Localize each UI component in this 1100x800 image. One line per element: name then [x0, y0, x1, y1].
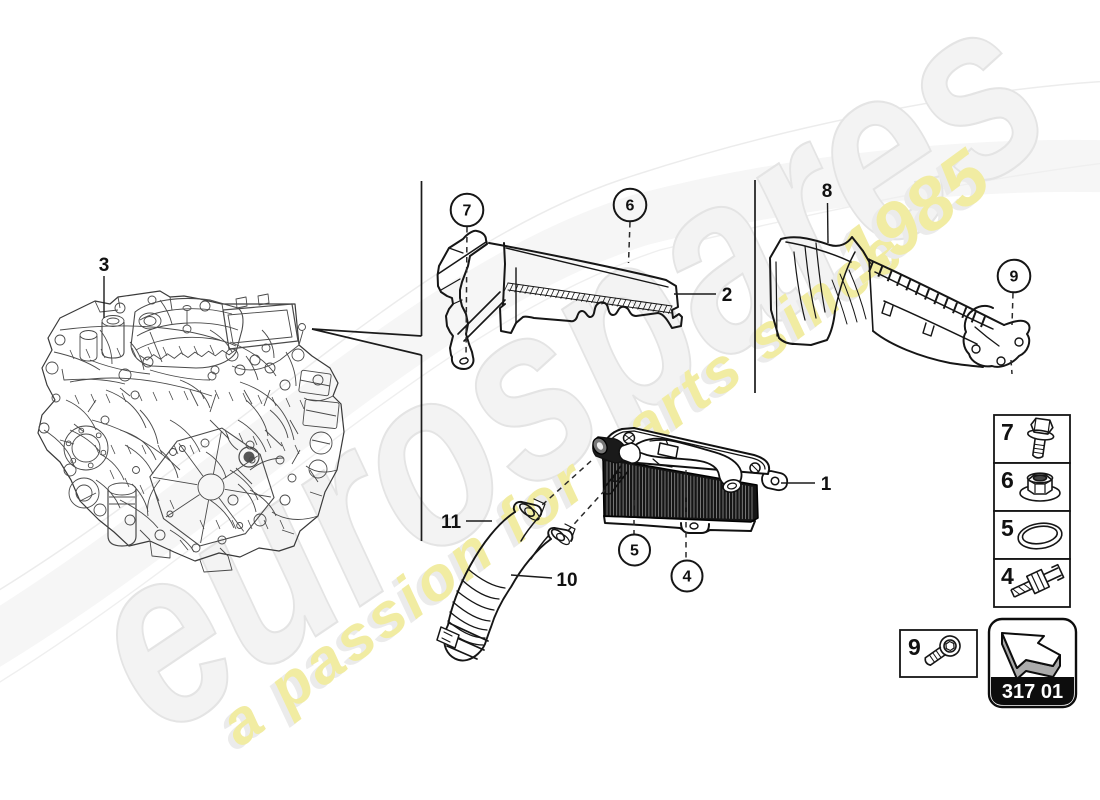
svg-text:7: 7: [1001, 419, 1014, 445]
svg-text:5: 5: [630, 543, 639, 560]
svg-text:4: 4: [1001, 563, 1014, 589]
svg-text:4: 4: [683, 569, 692, 586]
svg-text:6: 6: [1001, 467, 1014, 493]
svg-text:9: 9: [1010, 269, 1019, 286]
svg-text:5: 5: [1001, 515, 1014, 541]
svg-text:2: 2: [722, 285, 733, 306]
svg-text:6: 6: [626, 198, 635, 215]
svg-text:9: 9: [908, 634, 921, 660]
svg-text:3: 3: [99, 255, 110, 276]
svg-text:1: 1: [821, 474, 832, 495]
svg-text:317 01: 317 01: [1002, 681, 1063, 703]
svg-text:10: 10: [556, 570, 577, 591]
svg-text:7: 7: [463, 203, 472, 220]
svg-text:11: 11: [441, 512, 462, 533]
svg-text:8: 8: [822, 181, 833, 202]
